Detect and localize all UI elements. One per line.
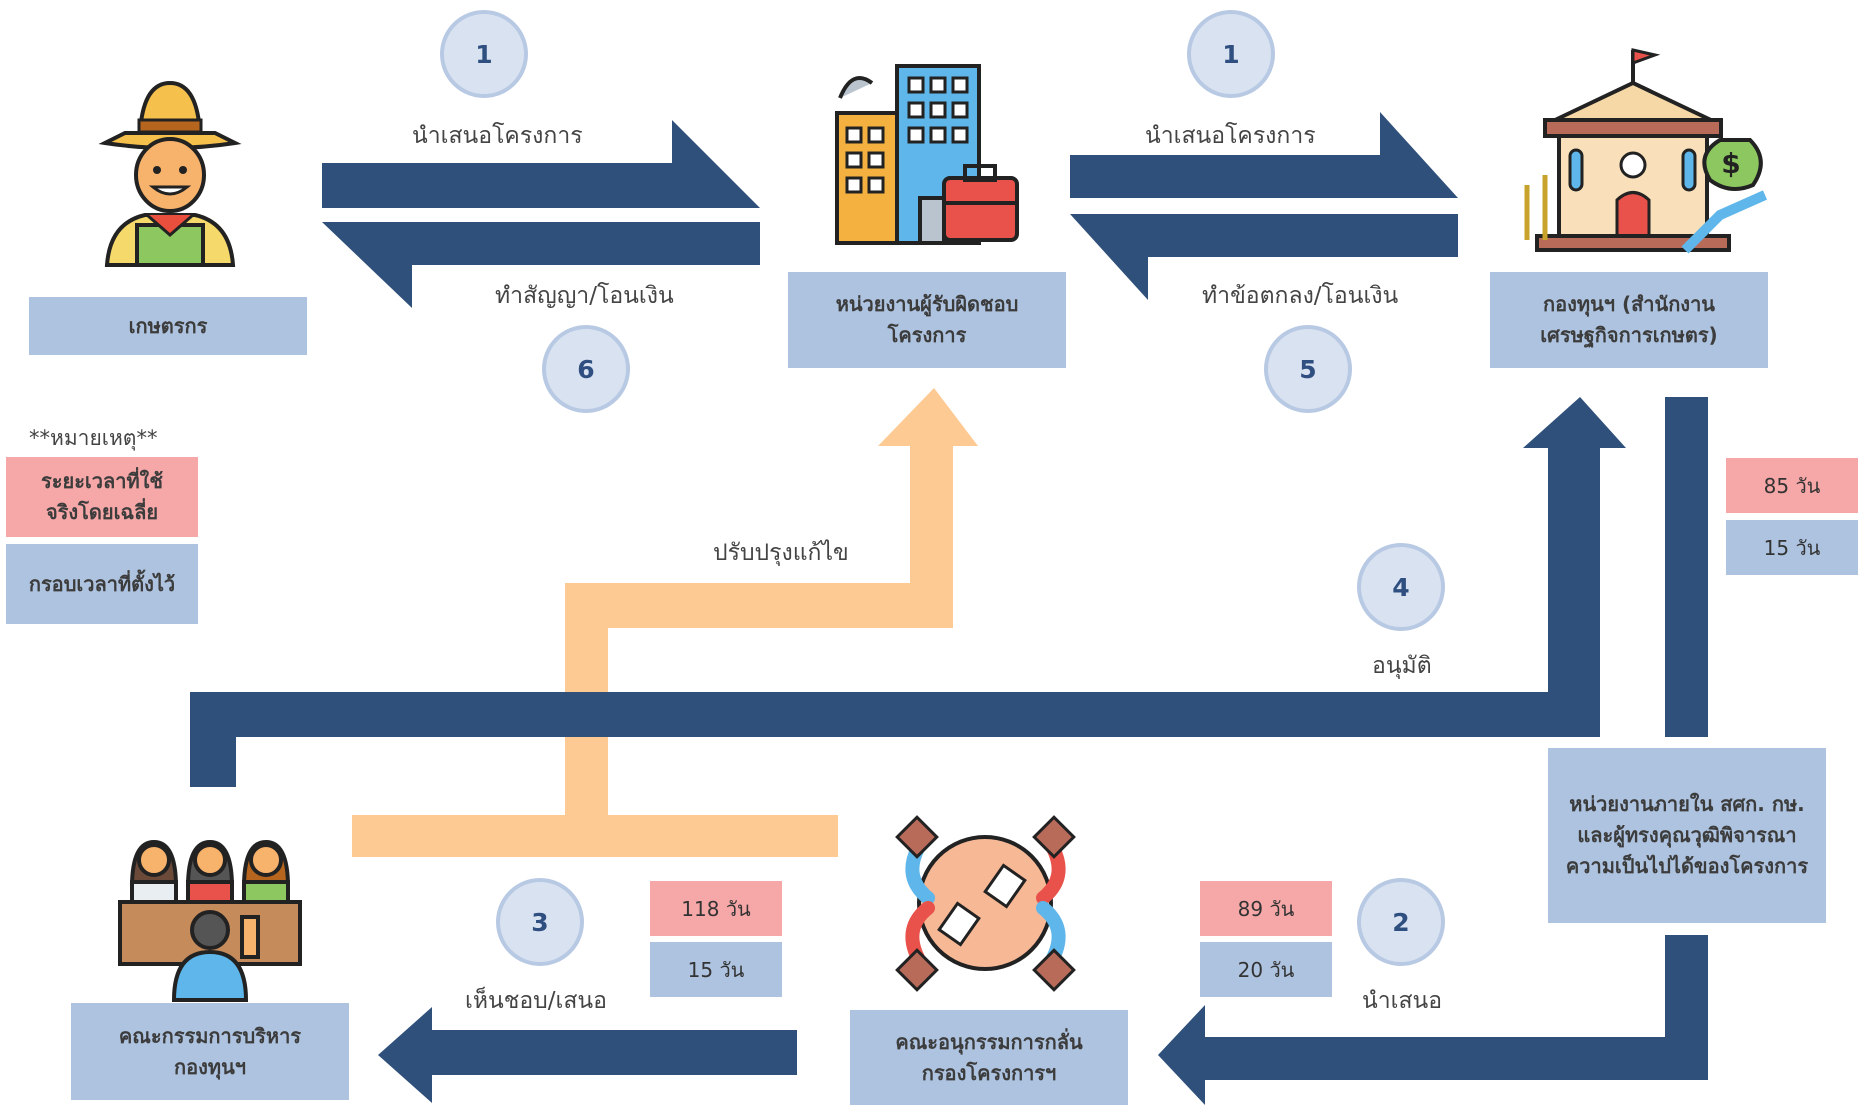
- step-number-1-left: 1: [440, 10, 528, 98]
- meeting-table-icon: [895, 815, 1076, 992]
- step-number-2: 2: [1357, 878, 1445, 966]
- step-number-3: 3: [496, 878, 584, 966]
- arrow-internal-to-subcommittee: [1158, 935, 1708, 1105]
- step-number-5: 5: [1264, 325, 1352, 413]
- arrow-submit-to-agency: [322, 120, 760, 208]
- node-subcommittee: คณะอนุกรรมการกลั่นกรองโครงการฯ: [850, 1010, 1128, 1105]
- arrow-fund-to-internal: [1665, 397, 1708, 737]
- duration-committee-target: 15 วัน: [650, 942, 782, 997]
- board-meeting-icon: [118, 839, 302, 1002]
- revise-label: ปรับปรุงแก้ไข: [713, 540, 849, 566]
- arrow-contract-to-farmer: [322, 222, 760, 308]
- office-building-icon: [835, 64, 1019, 245]
- step-number-1-right: 1: [1187, 10, 1275, 98]
- node-internal-review: หน่วยงานภายใน สศก. กษ. และผู้ทรงคุณวุฒิพ…: [1548, 748, 1826, 923]
- arrow-submit-to-fund: [1070, 112, 1458, 198]
- step-label-5: ทำข้อตกลง/โอนเงิน: [1202, 283, 1399, 309]
- step-number-6: 6: [542, 325, 630, 413]
- step-label-2: นำเสนอ: [1362, 988, 1443, 1014]
- legend-target: กรอบเวลาที่ตั้งไว้: [6, 544, 198, 624]
- arrow-agreement-to-agency: [1070, 214, 1458, 300]
- arrow-approve-to-fund: [190, 397, 1626, 787]
- farmer-icon: [98, 80, 242, 267]
- node-agency: หน่วยงานผู้รับผิดชอบโครงการ: [788, 272, 1066, 368]
- step-label-3: เห็นชอบ/เสนอ: [465, 988, 607, 1014]
- legend-actual: ระยะเวลาที่ใช้จริงโดยเฉลี่ย: [6, 457, 198, 537]
- step-label-6: ทำสัญญา/โอนเงิน: [495, 283, 674, 309]
- revise-arrow-base: [352, 815, 838, 857]
- duration-committee-actual: 118 วัน: [650, 881, 782, 936]
- arrow-subcommittee-to-committee: [378, 1007, 797, 1103]
- step-label-1-right: นำเสนอโครงการ: [1145, 123, 1316, 149]
- legend-title: **หมายเหตุ**: [29, 426, 158, 450]
- svg-text:$: $: [1721, 147, 1740, 180]
- revise-arrow: [352, 388, 978, 857]
- government-fund-icon: $: [1524, 48, 1768, 254]
- node-fund: กองทุนฯ (สำนักงานเศรษฐกิจการเกษตร): [1490, 272, 1768, 368]
- duration-internal-target: 15 วัน: [1726, 520, 1858, 575]
- duration-subcommittee-actual: 89 วัน: [1200, 881, 1332, 936]
- duration-subcommittee-target: 20 วัน: [1200, 942, 1332, 997]
- node-committee: คณะกรรมการบริหารกองทุนฯ: [71, 1003, 349, 1100]
- duration-internal-actual: 85 วัน: [1726, 458, 1858, 513]
- step-number-4: 4: [1357, 543, 1445, 631]
- node-farmer: เกษตรกร: [29, 297, 307, 355]
- step-label-4: อนุมัติ: [1372, 653, 1432, 679]
- step-label-1-left: นำเสนอโครงการ: [412, 123, 583, 149]
